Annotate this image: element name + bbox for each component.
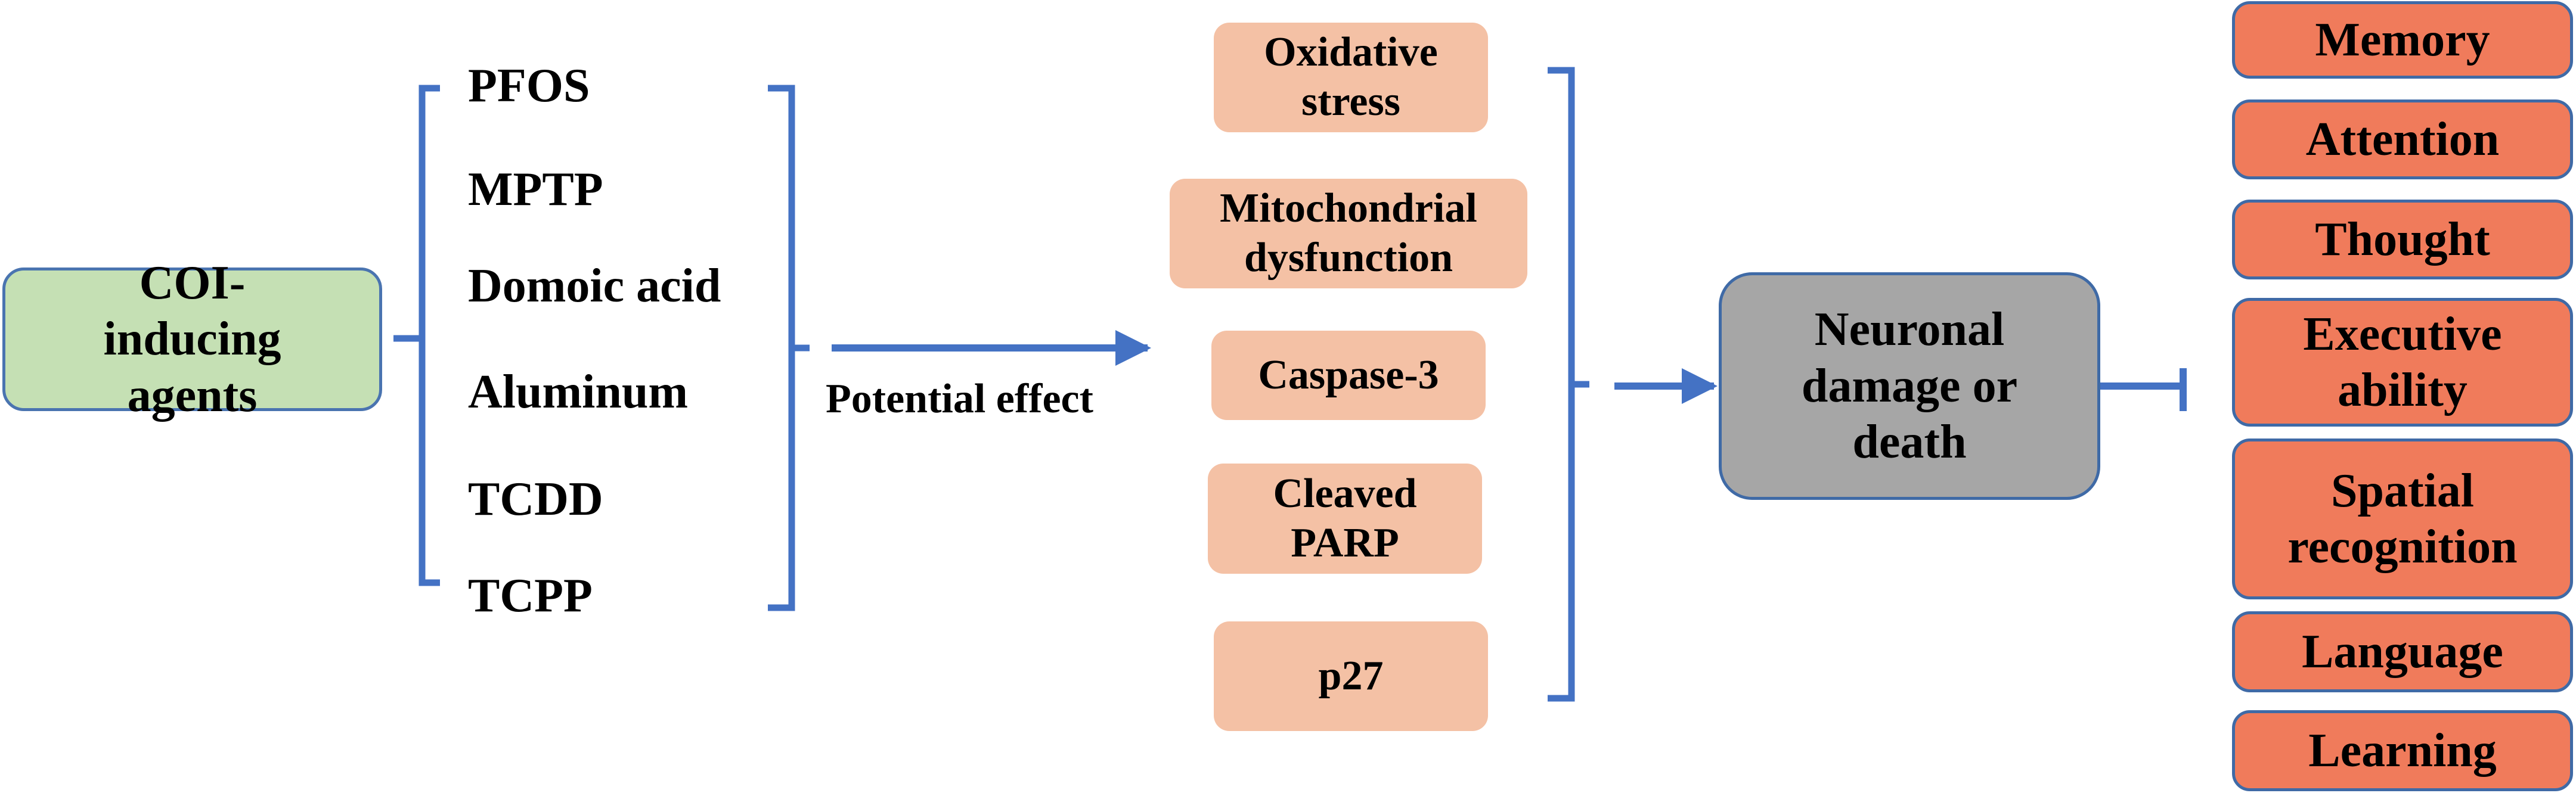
agents-left-bracket [393, 85, 440, 586]
outcome-label: Thought [2315, 213, 2490, 266]
agent-item: PFOS [468, 60, 590, 112]
outcome-node: Thought [2232, 200, 2573, 279]
outcome-node: Learning [2232, 710, 2573, 791]
outcome-node: Language [2232, 611, 2573, 692]
outcome-node: Spatial recognition [2232, 439, 2573, 599]
outcome-label: Spatial recognition [2287, 464, 2518, 573]
agents-right-bracket [768, 85, 810, 611]
effect-label: p27 [1318, 652, 1384, 699]
effect-label: Cleaved PARP [1273, 470, 1417, 566]
damage-label: Neuronal damage or death [1801, 303, 2018, 469]
potential-effect-label: Potential effect [826, 376, 1093, 422]
effect-node: Oxidative stress [1214, 23, 1488, 132]
source-label: COI-inducing agents [103, 256, 281, 422]
outcome-label: Attention [2305, 113, 2500, 166]
agent-item: TCDD [468, 473, 603, 525]
effect-label: Oxidative stress [1264, 29, 1438, 125]
outcome-node: Executive ability [2232, 298, 2573, 427]
outcome-label: Memory [2315, 13, 2490, 66]
effect-node: Cleaved PARP [1208, 464, 1482, 574]
outcome-label: Executive ability [2303, 307, 2502, 416]
agent-item: MPTP [468, 163, 603, 216]
agent-item: TCPP [468, 570, 593, 622]
outcome-node: Attention [2232, 99, 2573, 179]
effects-right-bracket [1548, 67, 1589, 702]
agent-item: Domoic acid [468, 260, 721, 312]
effect-label: Caspase-3 [1258, 352, 1439, 398]
effect-node: p27 [1214, 621, 1488, 731]
effect-node: Mitochondrial dysfunction [1170, 179, 1527, 288]
outcome-label: Language [2302, 625, 2503, 678]
effect-node: Caspase-3 [1211, 331, 1486, 420]
outcome-node: Memory [2232, 1, 2573, 79]
source-node: COI-inducing agents [2, 257, 382, 422]
effect-label: Mitochondrial dysfunction [1220, 185, 1477, 281]
agent-item: Aluminum [468, 366, 688, 418]
outcome-label: Learning [2308, 724, 2497, 777]
damage-node: Neuronal damage or death [1719, 272, 2100, 500]
